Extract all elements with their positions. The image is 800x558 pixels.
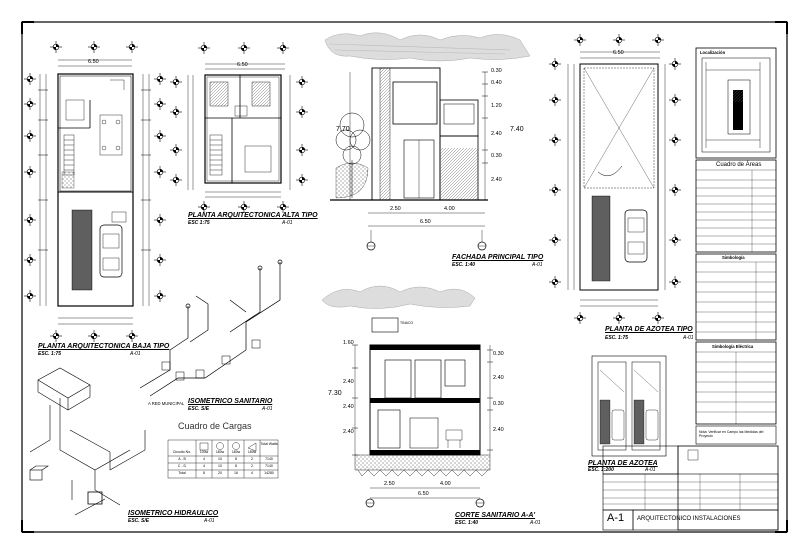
load-r1-c1: A - B bbox=[178, 457, 186, 461]
hydraulic-iso-sheet: A-01 bbox=[204, 518, 215, 524]
facade-overall: 6.50 bbox=[420, 219, 431, 225]
load-r2-c3: 10 bbox=[218, 464, 222, 468]
upper-width-dim: 6.50 bbox=[237, 62, 248, 68]
facade-elevation bbox=[324, 32, 531, 251]
section-hr-4: 2.40 bbox=[493, 427, 504, 433]
sanitary-iso-sheet: A-01 bbox=[262, 406, 273, 412]
ground-width-dim: 6.50 bbox=[88, 59, 99, 65]
facade-total-left: 7.70 bbox=[336, 126, 350, 133]
hydraulic-iso-scale: ESC. S/E bbox=[128, 518, 150, 524]
ground-floor-title: PLANTA ARQUITECTONICA BAJA TIPO bbox=[38, 343, 170, 350]
section-hr-2: 2.40 bbox=[493, 375, 504, 381]
facade-h-2: 0.40 bbox=[491, 80, 502, 86]
roof-small-title: PLANTA DE AZOTEA bbox=[588, 460, 658, 467]
facade-h-6: 2.40 bbox=[491, 177, 502, 183]
facade-title: FACHADA PRINCIPAL TIPO bbox=[452, 254, 544, 261]
upper-floor-sheet: A-01 bbox=[282, 220, 293, 226]
roof-sheet: A-01 bbox=[683, 335, 694, 341]
panel-cuadro-areas: Cuadro de Áreas bbox=[716, 162, 762, 168]
roof-small-scale: ESC. 1:200 bbox=[588, 467, 614, 473]
load-r2-c4: 8 bbox=[235, 464, 237, 468]
facade-scale: ESC. 1:40 bbox=[452, 262, 476, 268]
panel-simbologia-electrica: Simbología Eléctrica bbox=[712, 344, 754, 349]
upper-floor-title: PLANTA ARQUITECTONICA ALTA TIPO bbox=[188, 212, 318, 219]
section-tinaco-label: TINACO bbox=[400, 321, 414, 325]
roof-width-dim: 6.50 bbox=[613, 50, 624, 56]
roof-title: PLANTA DE AZOTEA TIPO bbox=[605, 326, 693, 333]
sanitary-isometric bbox=[139, 259, 283, 397]
load-r3-c4: 16 bbox=[234, 471, 238, 475]
roof-small-plan bbox=[591, 355, 667, 457]
load-r2-c2: 4 bbox=[203, 464, 205, 468]
load-table-title: Cuadro de Cargas bbox=[178, 421, 252, 431]
load-r1-c5: 2 bbox=[251, 457, 253, 461]
upper-floor-scale: ESC 1:75 bbox=[188, 220, 210, 226]
load-table-header-3: 180w bbox=[215, 450, 225, 454]
load-table bbox=[167, 439, 279, 479]
ground-floor-scale: ESC. 1:75 bbox=[38, 351, 62, 357]
sheet-id: A-1 bbox=[607, 512, 625, 524]
section-w-2: 4.00 bbox=[440, 481, 451, 487]
load-r2-c1: C - D bbox=[177, 464, 187, 468]
load-table-header-5: 180w bbox=[247, 450, 257, 454]
facade-w-1: 2.50 bbox=[390, 206, 401, 212]
facade-sheet: A-01 bbox=[532, 262, 543, 268]
load-r2-c6: 7140 bbox=[265, 464, 273, 468]
section-hl-1: 1.60 bbox=[343, 340, 354, 346]
sheet-border bbox=[21, 21, 788, 533]
roof-plan bbox=[548, 33, 682, 325]
load-table-header-4: 180w bbox=[231, 450, 241, 454]
load-table-header-2: 100w bbox=[199, 450, 209, 454]
sanitary-iso-title: ISOMETRICO SANITARIO bbox=[188, 398, 273, 405]
facade-total-right: 7.40 bbox=[510, 126, 524, 133]
load-r3-c2: 8 bbox=[203, 471, 205, 475]
sanitary-iso-scale: ESC. S/E bbox=[188, 406, 210, 412]
hydraulic-iso-title: ISOMETRICO HIDRAULICO bbox=[128, 510, 219, 517]
facade-h-1: 0.30 bbox=[491, 68, 502, 74]
section-hl-3: 2.40 bbox=[343, 404, 354, 410]
facade-h-3: 1.20 bbox=[491, 103, 502, 109]
section-scale: ESC. 1:40 bbox=[455, 520, 479, 526]
section-total: 7.30 bbox=[328, 390, 342, 397]
upper-floor-plan bbox=[169, 41, 309, 214]
load-r2-c5: 2 bbox=[251, 464, 253, 468]
load-r1-c2: 4 bbox=[203, 457, 205, 461]
sewer-label: A RED MUNICIPAL bbox=[148, 401, 185, 406]
ground-floor-sheet: A-01 bbox=[130, 351, 141, 357]
panel-localizacion: Localización bbox=[700, 50, 726, 55]
section-title: CORTE SANITARIO A-A' bbox=[455, 512, 536, 519]
title-block bbox=[602, 445, 779, 531]
hydraulic-isometric bbox=[29, 367, 146, 516]
load-r1-c4: 8 bbox=[235, 457, 237, 461]
load-r1-c3: 10 bbox=[218, 457, 222, 461]
roof-scale: ESC. 1:75 bbox=[605, 335, 629, 341]
ground-floor-plan bbox=[23, 40, 167, 343]
section-overall: 6.50 bbox=[418, 491, 429, 497]
section-hr-1: 0.30 bbox=[493, 351, 504, 357]
panel-note: Nota: Verificar en Campo las Medidas del… bbox=[699, 430, 764, 439]
load-r3-c1: Total bbox=[178, 471, 186, 475]
section-hl-4: 2.40 bbox=[343, 429, 354, 435]
section-hr-3: 0.30 bbox=[493, 401, 504, 407]
load-table-header-6: Total Watts bbox=[260, 442, 278, 446]
load-r1-c6: 7140 bbox=[265, 457, 273, 461]
section-aa bbox=[321, 285, 493, 508]
load-r3-c3: 20 bbox=[218, 471, 222, 475]
section-hl-2: 2.40 bbox=[343, 379, 354, 385]
panel-simbologia: Simbología bbox=[722, 255, 745, 260]
facade-h-4: 2.40 bbox=[491, 131, 502, 137]
load-r3-c5: 4 bbox=[251, 471, 253, 475]
section-sheet: A-01 bbox=[530, 520, 541, 526]
info-panel bbox=[695, 47, 777, 445]
section-w-1: 2.50 bbox=[384, 481, 395, 487]
load-r3-c6: 14280 bbox=[264, 471, 274, 475]
facade-h-5: 0.30 bbox=[491, 153, 502, 159]
roof-small-sheet: A-01 bbox=[645, 467, 656, 473]
load-table-header-1: Circuito No. bbox=[172, 450, 192, 454]
facade-w-2: 4.00 bbox=[444, 206, 455, 212]
sheet-name: ARQUITECTONICO INSTALACIONES bbox=[637, 516, 741, 522]
